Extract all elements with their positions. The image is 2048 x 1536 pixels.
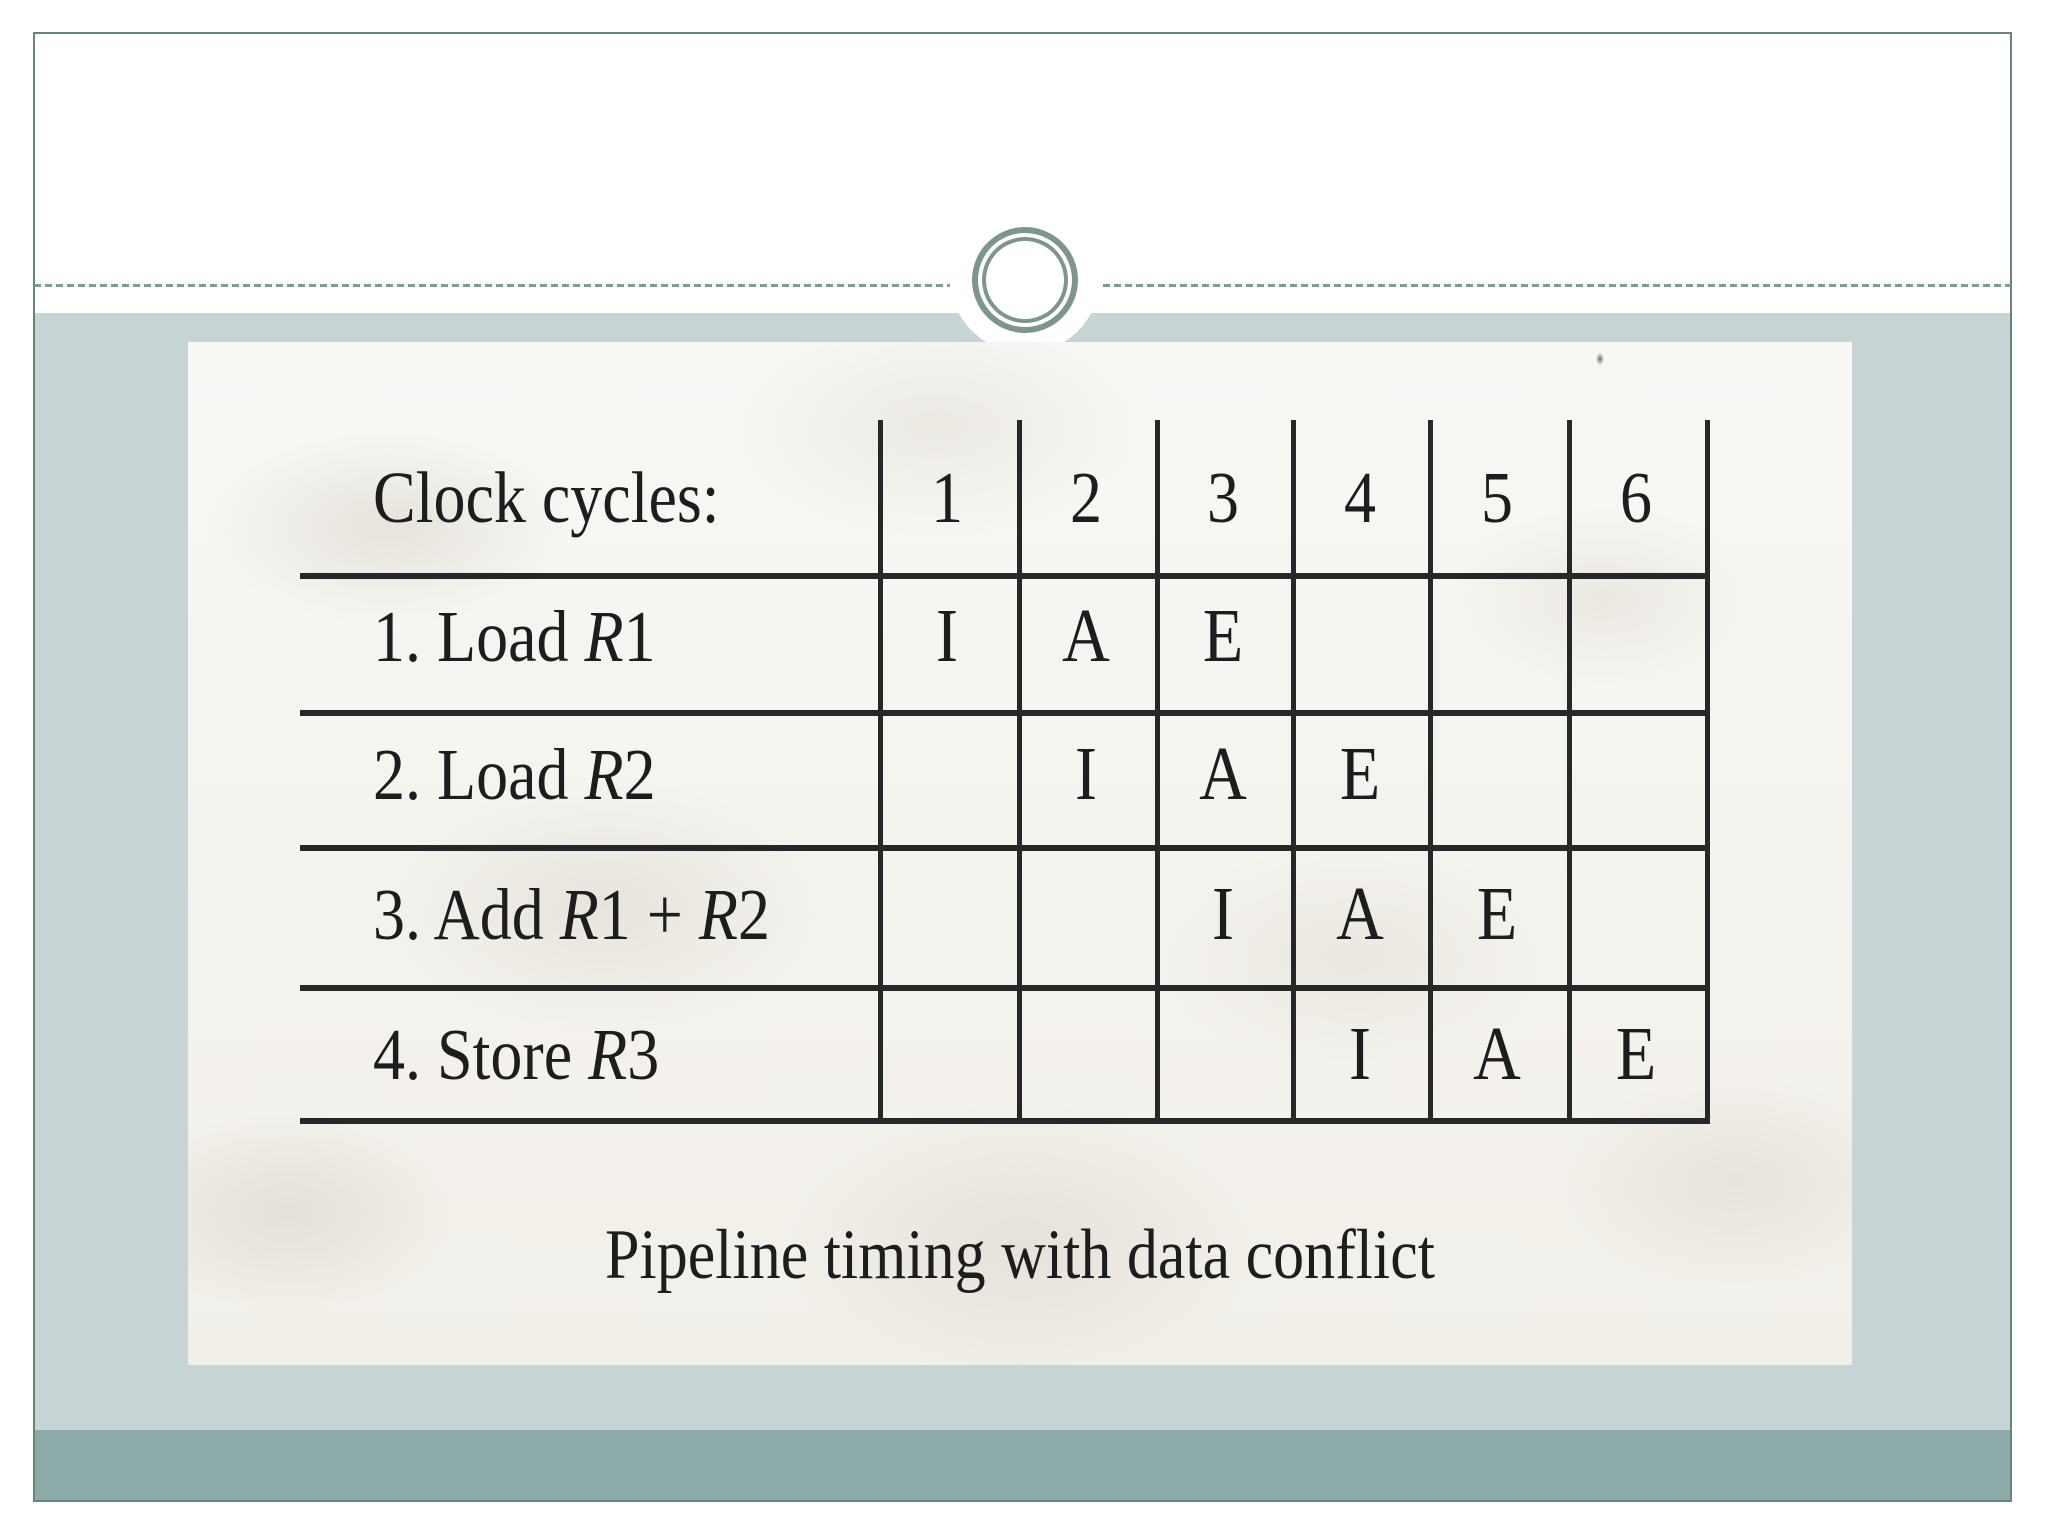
- pipeline-stage-cell: A: [1473, 1012, 1521, 1097]
- pipeline-stage-cell: A: [1062, 594, 1110, 679]
- cycle-column-header: 1: [931, 456, 963, 539]
- table-vertical-line: [1567, 420, 1572, 1118]
- cycle-column-header: 4: [1344, 456, 1376, 539]
- dashed-divider-left: [34, 284, 950, 287]
- pipeline-stage-cell: E: [1202, 594, 1244, 679]
- pipeline-stage-cell: E: [1339, 732, 1381, 817]
- pipeline-stage-cell: I: [1349, 1012, 1371, 1097]
- double-circle-ornament-icon: [972, 227, 1078, 333]
- table-vertical-line: [1291, 420, 1296, 1118]
- cycle-column-header: 2: [1070, 456, 1102, 539]
- instruction-row-label: 4. Store R3: [373, 1013, 660, 1096]
- instruction-row-label: 3. Add R1 + R2: [373, 873, 770, 956]
- double-circle-ornament-inner-ring: [982, 237, 1068, 323]
- footer-bar: [34, 1430, 2011, 1501]
- table-vertical-line: [1428, 420, 1433, 1118]
- pipeline-stage-cell: I: [1075, 732, 1097, 817]
- instruction-row-label: 1. Load R1: [373, 595, 656, 678]
- table-horizontal-line: [300, 1118, 1710, 1124]
- table-horizontal-line: [300, 845, 1710, 851]
- pipeline-stage-cell: A: [1199, 732, 1247, 817]
- cycle-column-header: 5: [1481, 456, 1513, 539]
- pipeline-stage-cell: E: [1476, 872, 1518, 957]
- table-horizontal-line: [300, 985, 1710, 991]
- table-vertical-line: [1705, 420, 1710, 1118]
- table-horizontal-line: [300, 710, 1710, 716]
- table-vertical-line: [878, 420, 883, 1118]
- dashed-divider-right: [1092, 284, 2011, 287]
- pipeline-stage-cell: I: [1212, 872, 1234, 957]
- cycle-column-header: 3: [1207, 456, 1239, 539]
- figure-caption: Pipeline timing with data conflict: [605, 1215, 1435, 1295]
- table-horizontal-line: [300, 573, 1710, 579]
- table-vertical-line: [1017, 420, 1022, 1118]
- pipeline-stage-cell: E: [1615, 1012, 1657, 1097]
- table-header-label: Clock cycles:: [373, 456, 720, 539]
- table-vertical-line: [1155, 420, 1160, 1118]
- instruction-row-label: 2. Load R2: [373, 733, 656, 816]
- pipeline-stage-cell: A: [1336, 872, 1384, 957]
- scanned-pipeline-figure: Clock cycles: 1 2 3 4 5 6 1. Load R1 I A…: [188, 342, 1852, 1365]
- cycle-column-header: 6: [1620, 456, 1652, 539]
- pipeline-stage-cell: I: [936, 594, 958, 679]
